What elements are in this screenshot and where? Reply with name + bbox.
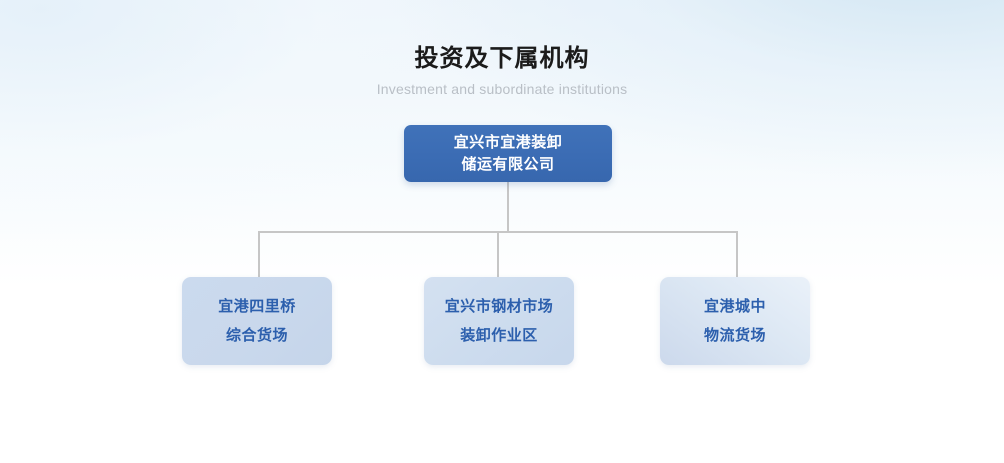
org-node-child-2-label: 宜兴市钢材市场 装卸作业区 [445, 292, 554, 350]
connector-root-stem [507, 181, 509, 232]
org-node-child-1-label-line2: 综合货场 [225, 327, 288, 344]
org-node-child-3-label-line2: 物流货场 [703, 327, 766, 344]
connector-horizontal-bus [258, 231, 738, 233]
org-node-child-1-label-line1: 宜港四里桥 [218, 298, 296, 315]
org-node-root[interactable]: 宜兴市宜港装卸 储运有限公司 [404, 125, 612, 182]
page-title: 投资及下属机构 [414, 45, 590, 72]
org-node-child-3-label: 宜港城中 物流货场 [704, 292, 766, 350]
org-node-child-3[interactable]: 宜港城中 物流货场 [660, 277, 810, 365]
org-node-child-3-label-line1: 宜港城中 [703, 298, 766, 315]
org-node-child-2-label-line2: 装卸作业区 [460, 327, 538, 344]
org-node-child-2-label-line1: 宜兴市钢材市场 [444, 298, 554, 315]
connector-to-child-3 [736, 231, 738, 278]
org-node-child-2[interactable]: 宜兴市钢材市场 装卸作业区 [424, 277, 574, 365]
org-node-root-label-line1: 宜兴市宜港装卸 [453, 133, 563, 151]
org-node-root-label: 宜兴市宜港装卸 储运有限公司 [454, 132, 563, 176]
page-subtitle: Investment and subordinate institutions [376, 81, 628, 97]
org-node-child-1-label: 宜港四里桥 综合货场 [218, 292, 296, 350]
chart-heading: 投资及下属机构 Investment and subordinate insti… [0, 44, 1004, 99]
org-node-child-1[interactable]: 宜港四里桥 综合货场 [182, 277, 332, 365]
connector-to-child-2 [497, 231, 499, 278]
org-node-root-label-line2: 储运有限公司 [461, 155, 555, 173]
connector-to-child-1 [258, 231, 260, 278]
